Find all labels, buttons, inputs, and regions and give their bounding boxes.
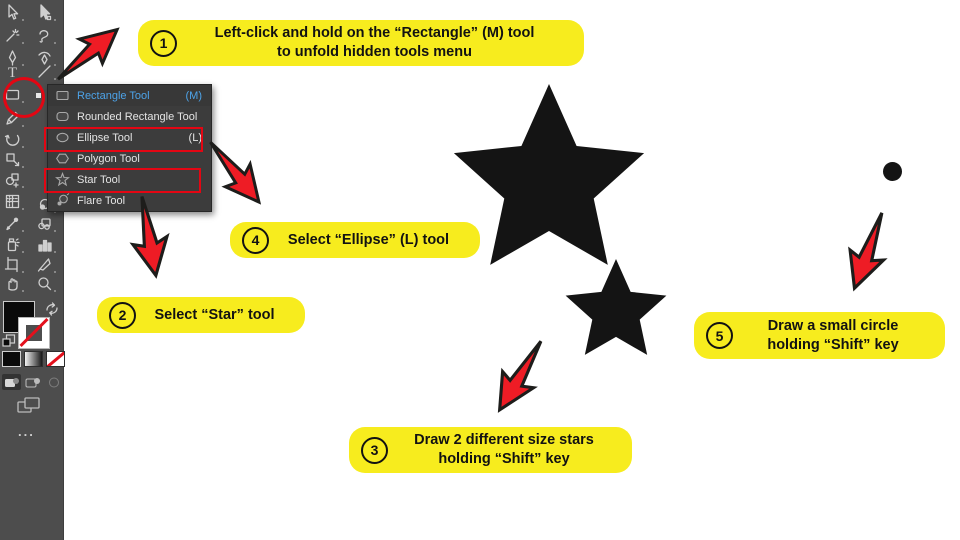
menu-item-label: Ellipse Tool bbox=[77, 131, 133, 144]
mesh-tool-icon[interactable] bbox=[4, 193, 24, 210]
menu-item-polygon-tool[interactable]: Polygon Tool bbox=[48, 148, 211, 169]
pen-tool-icon[interactable] bbox=[4, 49, 24, 66]
callout-step-5: 5 Draw a small circle holding “Shift” ke… bbox=[694, 312, 945, 359]
stroke-color-swatch[interactable] bbox=[19, 318, 49, 348]
svg-text:T: T bbox=[8, 65, 17, 80]
callout-text: Draw a small circle holding “Shift” key bbox=[767, 317, 899, 353]
menu-item-label: Flare Tool bbox=[77, 194, 126, 207]
symbol-sprayer-tool-icon[interactable] bbox=[4, 236, 24, 253]
menu-item-flare-tool[interactable]: Flare Tool bbox=[48, 190, 211, 211]
curvature-tool-icon[interactable] bbox=[36, 49, 56, 66]
selection-tool-icon[interactable] bbox=[4, 4, 24, 21]
star-tool-highlight-box bbox=[44, 168, 201, 193]
menu-item-rectangle-tool[interactable]: Rectangle Tool (M) bbox=[48, 85, 211, 106]
hand-tool-icon[interactable] bbox=[4, 275, 24, 292]
rounded-rectangle-tool-menu-icon bbox=[55, 109, 70, 124]
ellipse-tool-menu-icon bbox=[55, 130, 70, 145]
none-button[interactable] bbox=[47, 352, 64, 366]
arrow-to-star-callout bbox=[114, 180, 183, 292]
step-number-badge: 2 bbox=[109, 301, 136, 329]
callout-text: Select “Ellipse” (L) tool bbox=[287, 231, 450, 248]
menu-item-label: Star Tool bbox=[77, 173, 121, 186]
eyedropper-tool-icon[interactable] bbox=[4, 215, 24, 232]
default-fill-stroke-icon[interactable] bbox=[2, 334, 16, 353]
rectangle-tool-menu-icon bbox=[55, 88, 70, 103]
rotate-tool-icon[interactable] bbox=[4, 131, 24, 148]
ellipse-tool-highlight-box bbox=[44, 127, 203, 152]
menu-item-label: Rectangle Tool bbox=[77, 89, 150, 102]
shape-builder-tool-icon[interactable] bbox=[4, 171, 24, 188]
lasso-tool-icon[interactable] bbox=[36, 27, 56, 44]
rectangle-tool-highlight-circle bbox=[3, 77, 45, 118]
small-star-shape bbox=[565, 259, 667, 355]
line-segment-tool-icon[interactable] bbox=[36, 63, 56, 80]
arrow-to-circle-callout bbox=[826, 195, 909, 307]
zoom-tool-icon[interactable] bbox=[36, 275, 56, 292]
small-circle-shape bbox=[883, 162, 902, 181]
draw-normal-mode-button[interactable] bbox=[2, 374, 21, 390]
swap-fill-stroke-icon[interactable] bbox=[44, 301, 61, 323]
column-graph-tool-icon[interactable] bbox=[36, 236, 56, 253]
callout-step-1: 1 Left-click and hold on the “Rectangle”… bbox=[138, 20, 584, 66]
blend-tool-icon[interactable] bbox=[36, 215, 56, 232]
menu-item-shortcut: (L) bbox=[188, 131, 202, 144]
step-number-badge: 4 bbox=[242, 226, 269, 254]
big-star-shape bbox=[453, 84, 645, 265]
arrow-to-stars-drawing-callout bbox=[472, 320, 568, 432]
artboard-tool-icon[interactable] bbox=[4, 256, 24, 273]
menu-item-rounded-rectangle-tool[interactable]: Rounded Rectangle Tool bbox=[48, 106, 211, 127]
change-screen-mode-icon[interactable] bbox=[17, 396, 41, 420]
flare-tool-menu-icon bbox=[55, 193, 70, 208]
scale-tool-icon[interactable] bbox=[4, 151, 24, 168]
step-number-badge: 3 bbox=[361, 436, 388, 464]
star-tool-menu-icon bbox=[55, 172, 70, 187]
arrow-to-ellipse-callout bbox=[189, 124, 281, 222]
menu-item-ellipse-tool[interactable]: Ellipse Tool (L) bbox=[48, 127, 211, 148]
magic-wand-tool-icon[interactable] bbox=[4, 27, 24, 44]
color-button[interactable] bbox=[3, 352, 20, 366]
gradient-button[interactable] bbox=[25, 352, 42, 366]
menu-item-label: Rounded Rectangle Tool bbox=[77, 110, 198, 123]
callout-text: Draw 2 different size stars holding “Shi… bbox=[414, 432, 594, 467]
callout-step-3: 3 Draw 2 different size stars holding “S… bbox=[349, 427, 632, 473]
step-number-badge: 5 bbox=[706, 322, 733, 349]
menu-item-label: Polygon Tool bbox=[77, 152, 140, 165]
arrow-to-rectangle-callout bbox=[39, 7, 137, 101]
hidden-tools-flyout-menu: Rectangle Tool (M) Rounded Rectangle Too… bbox=[47, 84, 212, 212]
step-number-badge: 1 bbox=[150, 29, 177, 57]
draw-behind-mode-button[interactable] bbox=[23, 374, 42, 390]
callout-step-4: 4 Select “Ellipse” (L) tool bbox=[230, 222, 480, 258]
callout-step-2: 2 Select “Star” tool bbox=[97, 297, 305, 333]
menu-item-shortcut: (M) bbox=[185, 89, 203, 102]
edit-toolbar-button[interactable]: ... bbox=[18, 424, 35, 439]
slice-tool-icon[interactable] bbox=[36, 256, 56, 273]
direct-selection-tool-icon[interactable] bbox=[36, 4, 56, 21]
polygon-tool-menu-icon bbox=[55, 151, 70, 166]
draw-inside-mode-button[interactable] bbox=[44, 374, 63, 390]
callout-text: Left-click and hold on the “Rectangle” (… bbox=[214, 25, 535, 60]
callout-text: Select “Star” tool bbox=[154, 306, 275, 323]
menu-item-star-tool[interactable]: Star Tool bbox=[48, 169, 211, 190]
